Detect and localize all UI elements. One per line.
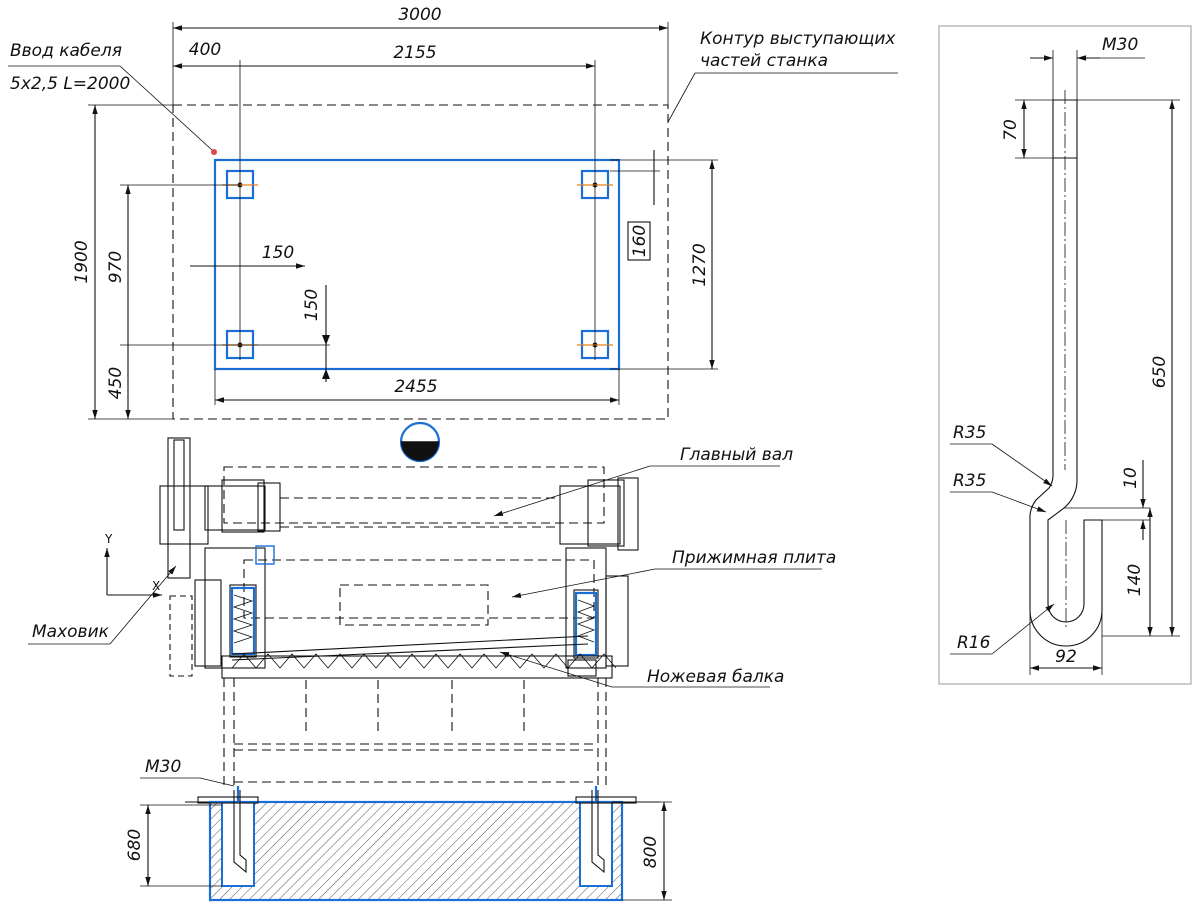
knife-beam	[221, 635, 617, 679]
foundation-pit-depth-label: 800	[641, 836, 661, 868]
anchor-bolt-detail: M30 70 650 10 140 92 R35 R35	[938, 25, 1192, 685]
machine-outline	[172, 104, 669, 420]
clamp-plate-outline	[243, 559, 595, 619]
detail-frame	[938, 25, 1192, 685]
bolt-hook-width-label: 92	[1055, 647, 1077, 667]
dim-frame-width-label: 2455	[394, 377, 437, 397]
axis-y-label: Y	[104, 532, 113, 546]
dim-left-offset-label: 400	[189, 40, 221, 60]
bolt-bend-radius-outer-label: R35	[953, 423, 986, 443]
foundation-pit	[208, 800, 624, 902]
dim-right-offset-label: 160	[630, 225, 650, 257]
dim-v-offset-label: 150	[302, 289, 322, 321]
bolt-well-left	[221, 801, 255, 887]
bolt-hook-radius-label: R16	[957, 633, 991, 653]
bolt-bend-radius-inner-label: R35	[953, 471, 986, 491]
right-side-frame	[559, 477, 639, 669]
dim-vertical-span-label: 970	[106, 251, 126, 283]
left-side-frame	[159, 437, 281, 677]
housing-outline	[223, 466, 605, 524]
plan-view: 3000 400 2155 2455 150 1900 970 450 150 …	[8, 5, 898, 420]
dim-overall-width-label: 3000	[398, 5, 441, 25]
flywheel-label: Маховик	[32, 622, 110, 642]
bolt-hook-height-label: 140	[1125, 564, 1145, 596]
dim-bolt-span-label: 2155	[393, 43, 436, 63]
foundation-bolt-depth-label: 680	[125, 829, 145, 861]
cable-entry-point	[211, 149, 217, 155]
knife-beam-label: Ножевая балка	[647, 667, 784, 687]
bolt-pads	[222, 169, 613, 360]
dim-outline-height-label: 1900	[72, 240, 92, 283]
bolt-shank-length-label: 650	[1150, 356, 1170, 388]
machine-outline-label: Контур выступающих	[700, 29, 896, 49]
front-view: Y X Главный вал Прижимная плита Маховик …	[28, 437, 836, 790]
cable-entry-label: Ввод кабеля	[10, 41, 122, 61]
anchor-bolt-shape	[1029, 99, 1103, 647]
foundation-bolt-thread-label: M30	[145, 757, 181, 777]
foundation-frame	[213, 158, 621, 371]
foundation-section: M30 680 800	[125, 757, 672, 902]
dim-frame-height-label: 1270	[690, 243, 710, 286]
bolt-gap-label: 10	[1121, 467, 1141, 489]
machine-legs	[223, 678, 607, 790]
view-symbol	[399, 421, 441, 463]
clamp-plate-label: Прижимная плита	[672, 548, 836, 568]
bolt-thread-label: M30	[1102, 35, 1138, 55]
axis-x-label: X	[152, 579, 160, 593]
bolt-well-right	[579, 801, 613, 887]
coordinate-axes: Y X	[104, 532, 162, 598]
bolt-thread-length-label: 70	[1001, 119, 1021, 141]
cable-entry-spec: 5x2,5 L=2000	[10, 74, 130, 94]
machine-outline-label-2: частей станка	[700, 51, 828, 71]
dim-bottom-offset-label: 450	[106, 367, 126, 399]
main-shaft-label: Главный вал	[680, 445, 793, 465]
dim-h-offset-label: 150	[262, 243, 294, 263]
